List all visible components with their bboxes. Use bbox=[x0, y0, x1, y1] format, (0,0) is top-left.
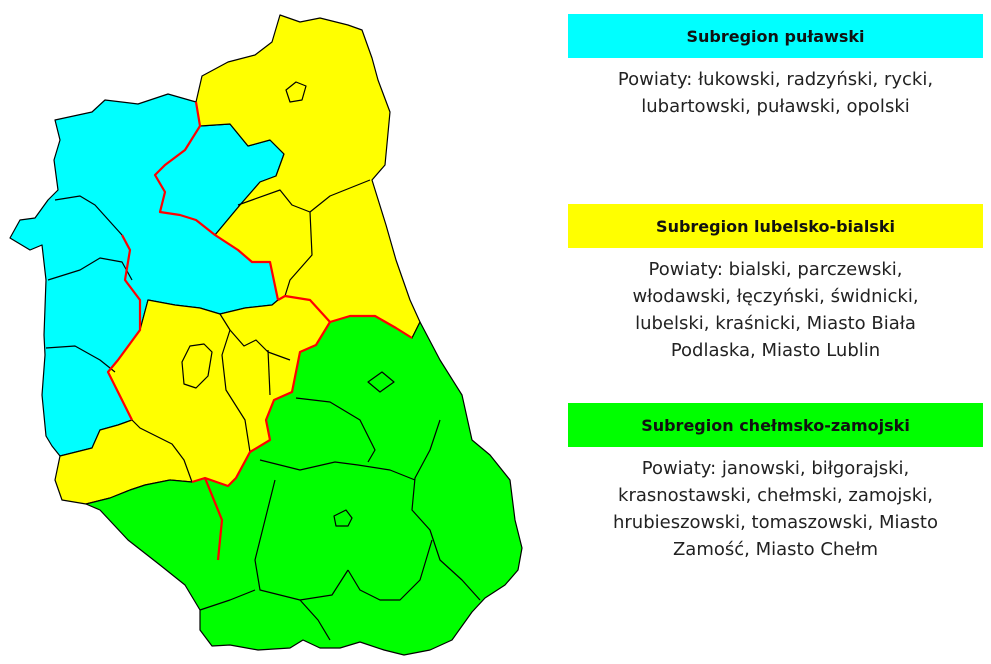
legend-title-pulawski: Subregion puławski bbox=[568, 14, 983, 58]
city-biala-podlaska bbox=[285, 81, 307, 103]
city-lublin bbox=[181, 343, 213, 389]
city-chelm bbox=[367, 371, 395, 393]
legend-title-lubelsko-bialski: Subregion lubelsko-bialski bbox=[568, 204, 983, 248]
legend-desc-lubelsko-bialski: Powiaty: bialski, parczewski, włodawski,… bbox=[632, 259, 919, 361]
voivodeship-map bbox=[9, 14, 523, 656]
subregion-borders bbox=[106, 101, 413, 561]
legend-title-chelmsko-zamojski: Subregion chełmsko-zamojski bbox=[568, 403, 983, 447]
legend-desc-pulawski: Powiaty: łukowski, radzyński, rycki, lub… bbox=[617, 69, 934, 117]
city-zamosc bbox=[333, 509, 353, 527]
city-enclaves bbox=[181, 81, 395, 527]
legend-desc-chelmsko-zamojski: Powiaty: janowski, biłgorajski, krasnost… bbox=[613, 458, 938, 560]
county-borders bbox=[45, 179, 481, 641]
